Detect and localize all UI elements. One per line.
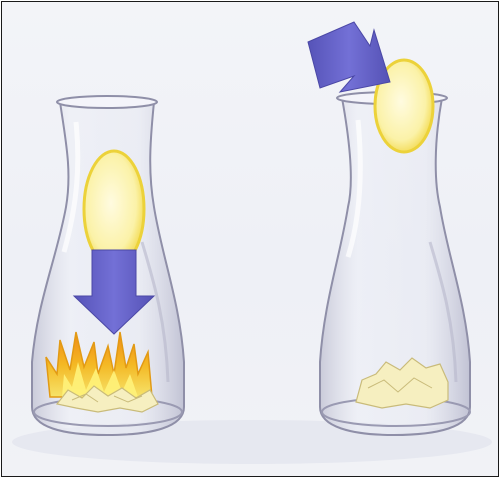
egg-in-bottle-diagram xyxy=(2,2,499,477)
arrow-diagonal-right xyxy=(308,22,390,92)
